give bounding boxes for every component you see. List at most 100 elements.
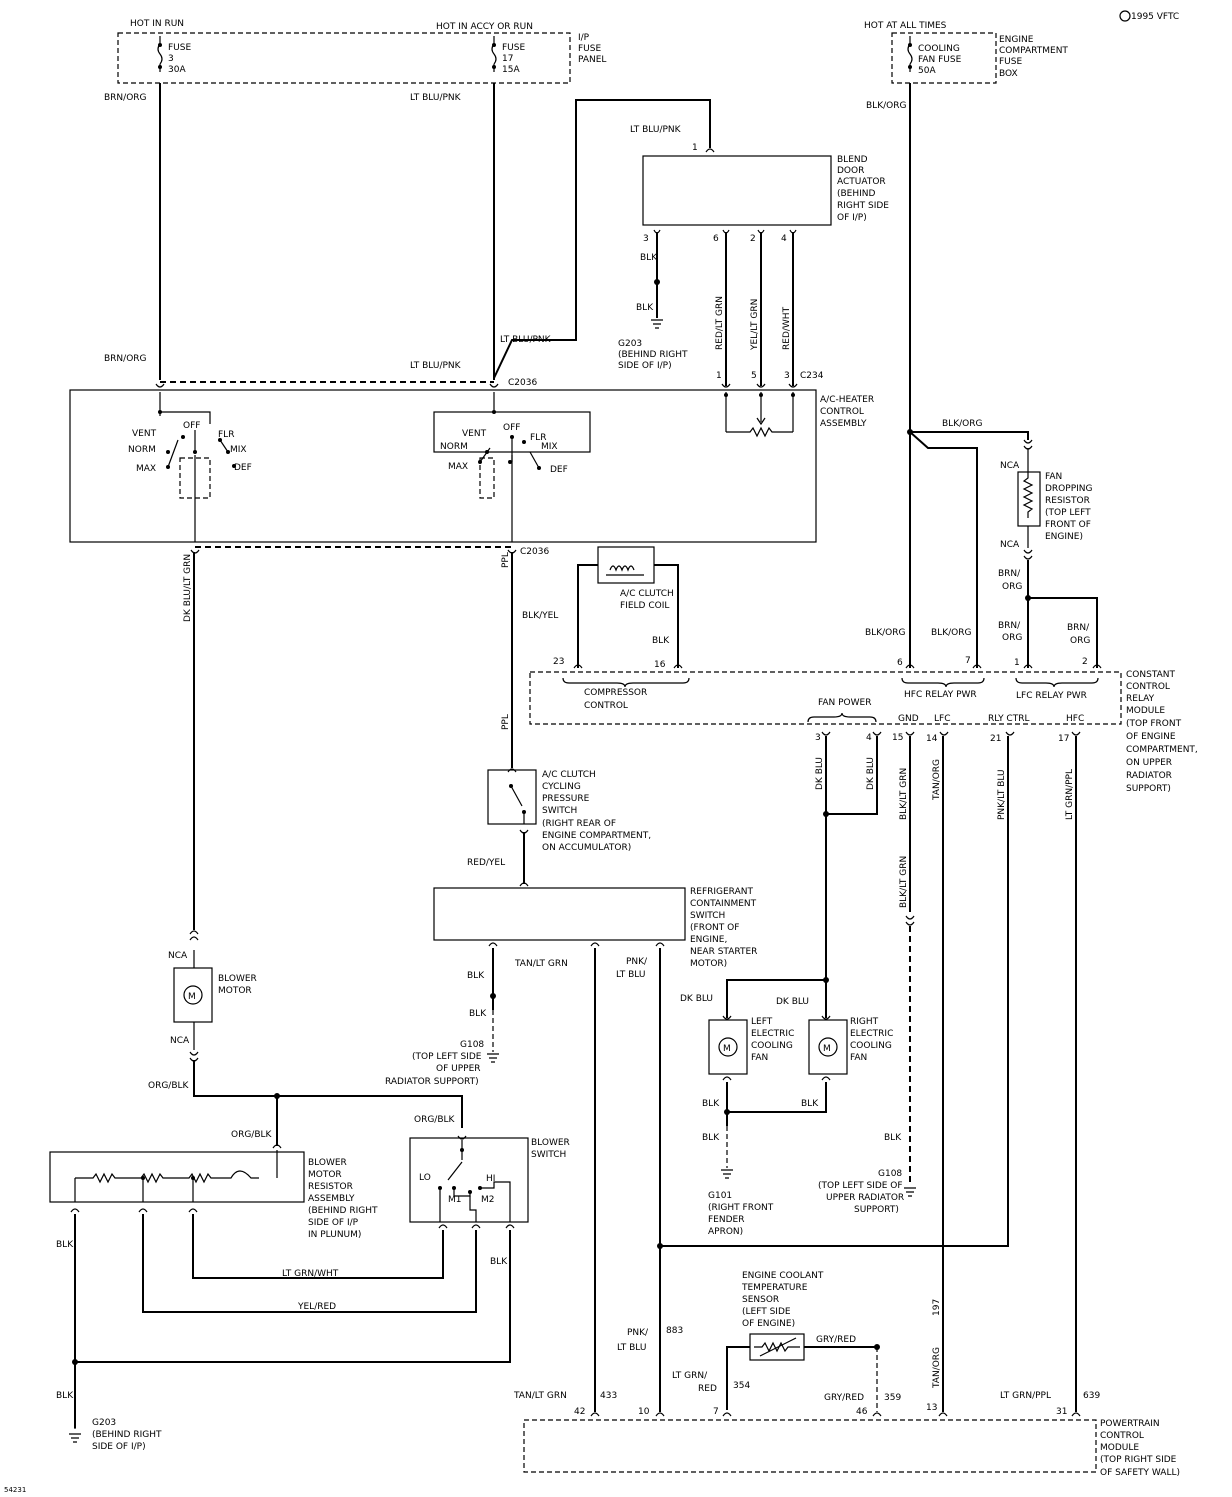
- svg-text:FENDER: FENDER: [708, 1215, 744, 1225]
- svg-text:15A: 15A: [502, 65, 520, 75]
- svg-text:BLK: BLK: [702, 1133, 720, 1143]
- svg-text:GND: GND: [898, 714, 919, 724]
- svg-text:APRON): APRON): [708, 1227, 743, 1237]
- svg-text:PNK/LT BLU: PNK/LT BLU: [997, 769, 1007, 820]
- svg-text:COOLING: COOLING: [918, 44, 960, 54]
- svg-text:ASSEMBLY: ASSEMBLY: [820, 419, 867, 429]
- svg-text:REFRIGERANT: REFRIGERANT: [690, 887, 753, 897]
- svg-text:COOLING: COOLING: [751, 1041, 793, 1051]
- svg-text:(TOP LEFT: (TOP LEFT: [1045, 508, 1091, 518]
- svg-text:(BEHIND RIGHT: (BEHIND RIGHT: [308, 1206, 378, 1216]
- motor-icon: [183, 985, 203, 1005]
- svg-text:197: 197: [932, 1299, 942, 1316]
- svg-text:PPL: PPL: [501, 552, 511, 568]
- svg-text:BLK: BLK: [469, 1009, 487, 1019]
- svg-text:OF UPPER: OF UPPER: [436, 1064, 481, 1074]
- svg-text:SIDE OF I/P: SIDE OF I/P: [308, 1218, 359, 1228]
- svg-text:NEAR STARTER: NEAR STARTER: [690, 947, 757, 957]
- svg-text:BLK/ORG: BLK/ORG: [866, 101, 906, 111]
- svg-text:RESISTOR: RESISTOR: [308, 1182, 353, 1192]
- ground-icon: [69, 1433, 81, 1443]
- svg-text:DK BLU: DK BLU: [866, 757, 876, 790]
- svg-text:FRONT OF: FRONT OF: [1045, 520, 1091, 530]
- svg-text:CONTAINMENT: CONTAINMENT: [690, 899, 757, 909]
- svg-text:ACTUATOR: ACTUATOR: [837, 177, 886, 187]
- svg-text:A/C CLUTCH: A/C CLUTCH: [542, 770, 596, 780]
- svg-text:NORM: NORM: [128, 445, 156, 455]
- svg-text:BRN/: BRN/: [998, 569, 1021, 579]
- svg-text:BLK: BLK: [884, 1133, 902, 1143]
- svg-text:BLK: BLK: [56, 1391, 74, 1401]
- svg-text:RED/LT GRN: RED/LT GRN: [715, 296, 725, 350]
- svg-text:OF ENGINE): OF ENGINE): [742, 1319, 795, 1329]
- motor-icon: [718, 1037, 738, 1057]
- svg-text:G108: G108: [878, 1169, 902, 1179]
- svg-text:ENGINE COMPARTMENT,: ENGINE COMPARTMENT,: [542, 831, 651, 841]
- svg-text:MODULE: MODULE: [1126, 706, 1165, 716]
- svg-text:RIGHT: RIGHT: [850, 1017, 879, 1027]
- svg-text:ENGINE,: ENGINE,: [690, 935, 727, 945]
- svg-text:883: 883: [666, 1326, 683, 1336]
- svg-text:SIDE OF I/P): SIDE OF I/P): [92, 1442, 146, 1452]
- svg-text:LT BLU/PNK: LT BLU/PNK: [630, 125, 682, 135]
- svg-text:NORM: NORM: [440, 442, 468, 452]
- svg-text:(TOP LEFT SIDE OF: (TOP LEFT SIDE OF: [818, 1181, 903, 1191]
- svg-text:FAN: FAN: [751, 1053, 768, 1063]
- svg-text:COOLING: COOLING: [850, 1041, 892, 1051]
- svg-text:YEL/RED: YEL/RED: [297, 1302, 336, 1312]
- svg-text:RED: RED: [698, 1384, 717, 1394]
- svg-text:MIX: MIX: [230, 445, 247, 455]
- svg-text:DEF: DEF: [234, 463, 252, 473]
- svg-text:ELECTRIC: ELECTRIC: [850, 1029, 893, 1039]
- svg-text:FAN POWER: FAN POWER: [818, 698, 871, 708]
- mode-switch-middle: VENT NORM MAX OFF FLR MIX DEF: [433, 392, 591, 542]
- svg-text:7: 7: [965, 656, 971, 666]
- svg-text:(TOP FRONT: (TOP FRONT: [1126, 719, 1182, 729]
- svg-text:31: 31: [1056, 1407, 1067, 1417]
- svg-text:13: 13: [926, 1403, 937, 1413]
- svg-text:3: 3: [784, 371, 790, 381]
- svg-text:G108: G108: [460, 1040, 484, 1050]
- svg-text:LT GRN/PPL: LT GRN/PPL: [1065, 769, 1075, 820]
- svg-text:SWITCH: SWITCH: [690, 911, 725, 921]
- svg-text:COMPARTMENT,: COMPARTMENT,: [1126, 745, 1198, 755]
- svg-text:C2036: C2036: [508, 378, 537, 388]
- svg-text:UPPER RADIATOR: UPPER RADIATOR: [826, 1193, 904, 1203]
- svg-text:ENGINE COOLANT: ENGINE COOLANT: [742, 1271, 824, 1281]
- svg-text:SUPPORT): SUPPORT): [854, 1205, 899, 1215]
- svg-text:42: 42: [574, 1407, 585, 1417]
- svg-text:PNK/: PNK/: [626, 957, 648, 967]
- svg-text:G101: G101: [708, 1191, 732, 1201]
- svg-text:TEMPERATURE: TEMPERATURE: [741, 1283, 808, 1293]
- blend-door-actuator: BLEND DOOR ACTUATOR (BEHIND RIGHT SIDE O…: [642, 143, 889, 244]
- svg-text:LEFT: LEFT: [751, 1017, 773, 1027]
- svg-text:LT BLU/PNK: LT BLU/PNK: [410, 361, 462, 371]
- svg-text:30A: 30A: [168, 65, 186, 75]
- svg-text:ON ACCUMULATOR): ON ACCUMULATOR): [542, 843, 631, 853]
- svg-text:2: 2: [1082, 657, 1088, 667]
- svg-text:7: 7: [713, 1407, 719, 1417]
- svg-text:BLK: BLK: [56, 1240, 74, 1250]
- svg-text:354: 354: [733, 1381, 750, 1391]
- svg-text:BLK/LT GRN: BLK/LT GRN: [899, 856, 909, 908]
- svg-text:CONTROL: CONTROL: [1100, 1431, 1144, 1441]
- svg-text:(FRONT OF: (FRONT OF: [690, 923, 739, 933]
- svg-text:PNK/: PNK/: [627, 1328, 649, 1338]
- svg-text:PPL: PPL: [501, 714, 511, 730]
- svg-text:DOOR: DOOR: [837, 166, 864, 176]
- svg-text:BRN/: BRN/: [1067, 623, 1090, 633]
- svg-text:6: 6: [897, 658, 903, 668]
- svg-text:C234: C234: [800, 371, 824, 381]
- hot-all-times-label: HOT AT ALL TIMES: [864, 21, 947, 31]
- powertrain-control-module: POWERTRAIN CONTROL MODULE (TOP RIGHT SID…: [523, 1419, 1180, 1478]
- svg-text:ORG: ORG: [1070, 636, 1090, 646]
- svg-text:3: 3: [815, 733, 821, 743]
- svg-text:VENT: VENT: [462, 429, 487, 439]
- svg-text:C2036: C2036: [520, 547, 549, 557]
- svg-text:FUSE: FUSE: [168, 43, 191, 53]
- svg-text:(TOP RIGHT SIDE: (TOP RIGHT SIDE: [1100, 1455, 1177, 1465]
- svg-text:433: 433: [600, 1391, 617, 1401]
- figure-code: 54231: [4, 1486, 26, 1494]
- svg-text:17: 17: [1058, 734, 1069, 744]
- svg-text:1: 1: [692, 143, 698, 153]
